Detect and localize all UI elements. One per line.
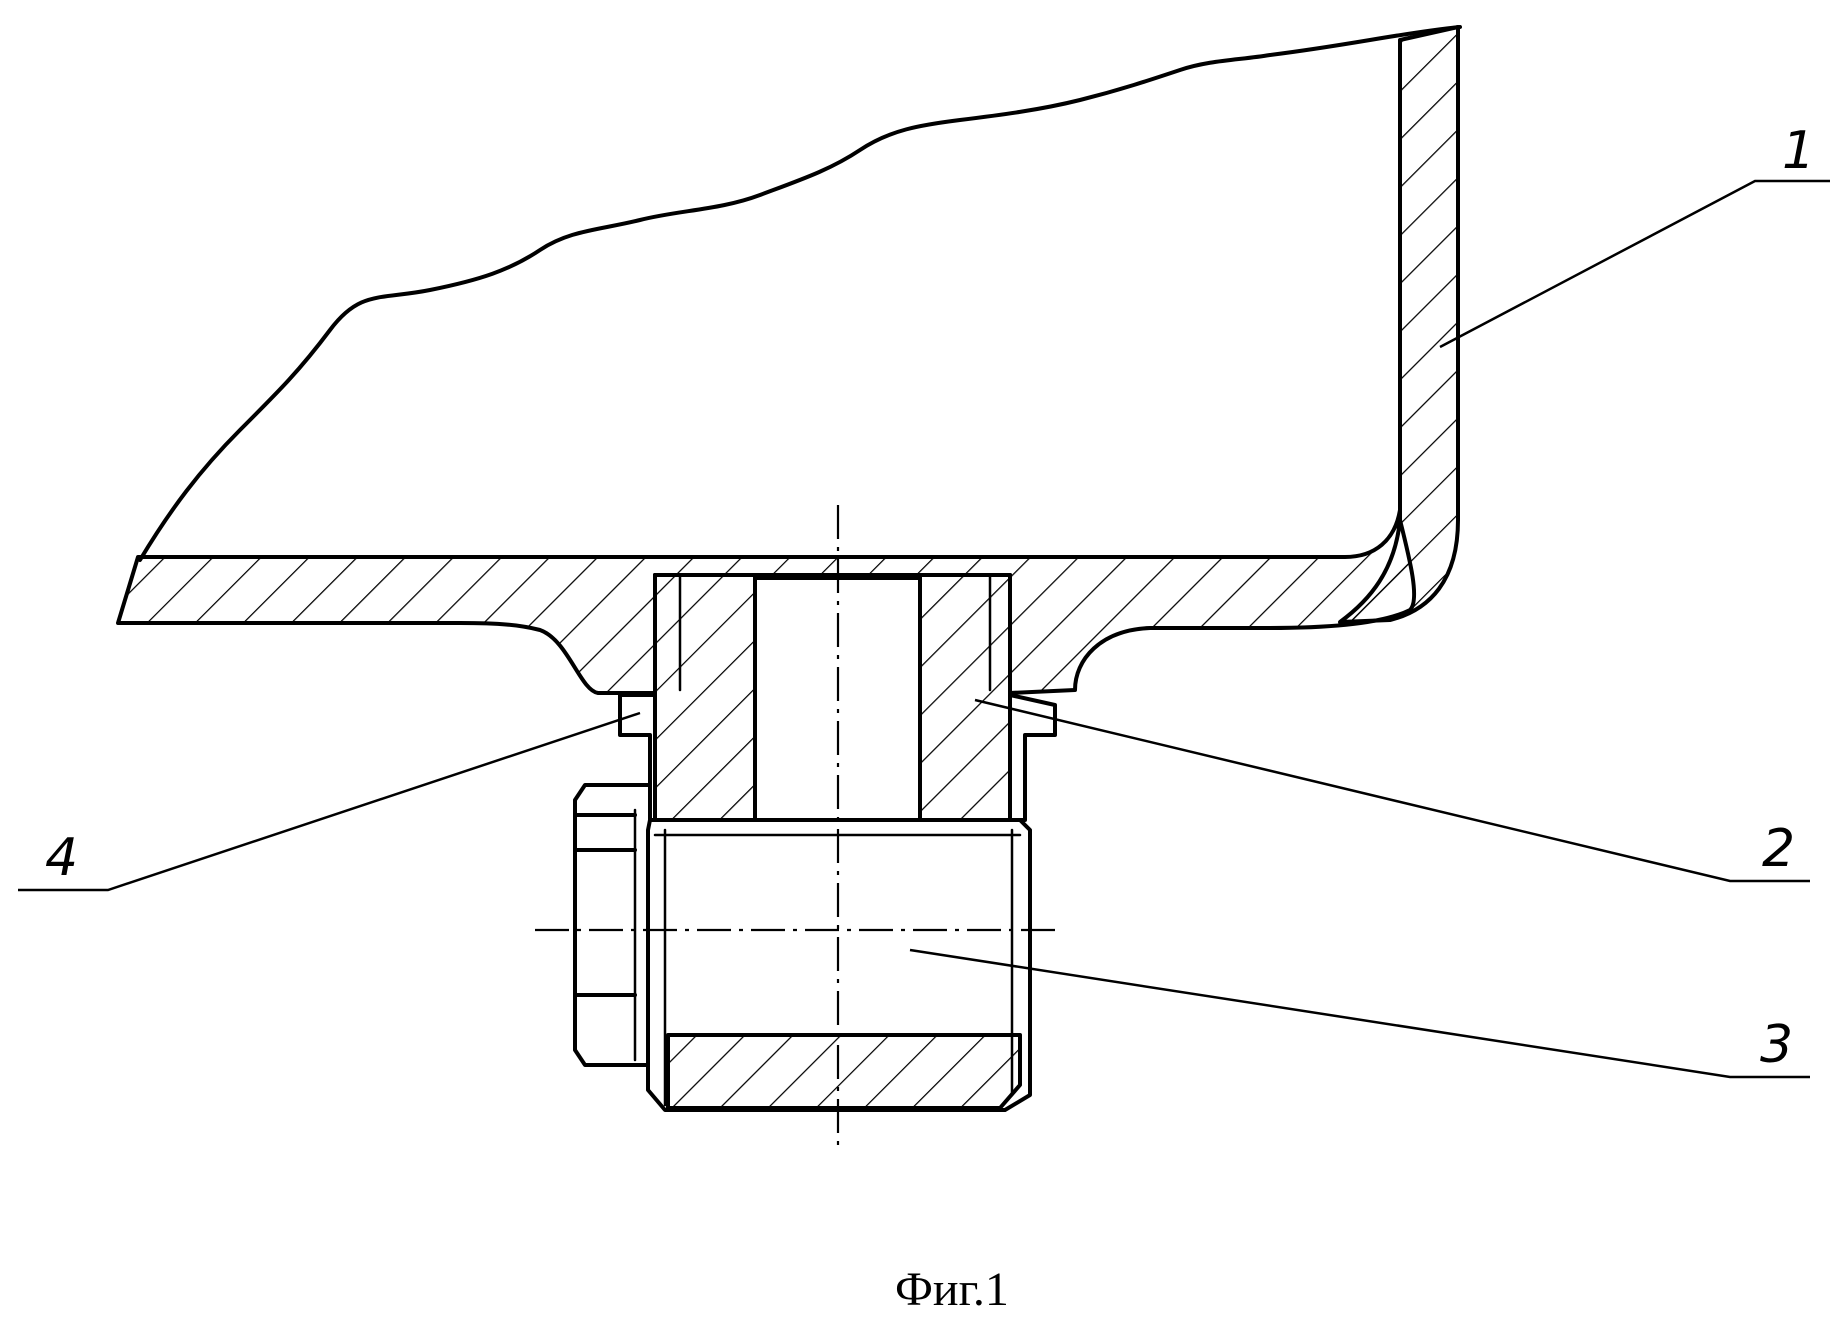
leader-2: [975, 700, 1810, 881]
callout-3: 3: [1760, 1015, 1793, 1075]
break-line: [140, 27, 1460, 560]
callout-1: 1: [1782, 121, 1815, 181]
bushing-right-wall: [920, 575, 1010, 820]
housing-bottom-flange: [118, 510, 1414, 693]
bolt-head: [575, 815, 635, 995]
bushing-left-wall: [655, 575, 755, 820]
roller-part-3: [575, 785, 1030, 1110]
housing-part-1: [118, 27, 1460, 693]
roller-lower-section: [668, 1035, 1020, 1108]
nut: [575, 785, 648, 1065]
leader-1: [1440, 181, 1830, 347]
leader-3: [910, 950, 1810, 1077]
leader-4: [18, 713, 640, 890]
housing-inner-wall-line: [1345, 40, 1400, 557]
figure-caption: Фиг.1: [895, 1263, 1009, 1316]
callout-2: 2: [1762, 819, 1795, 879]
callout-4: 4: [45, 828, 78, 888]
